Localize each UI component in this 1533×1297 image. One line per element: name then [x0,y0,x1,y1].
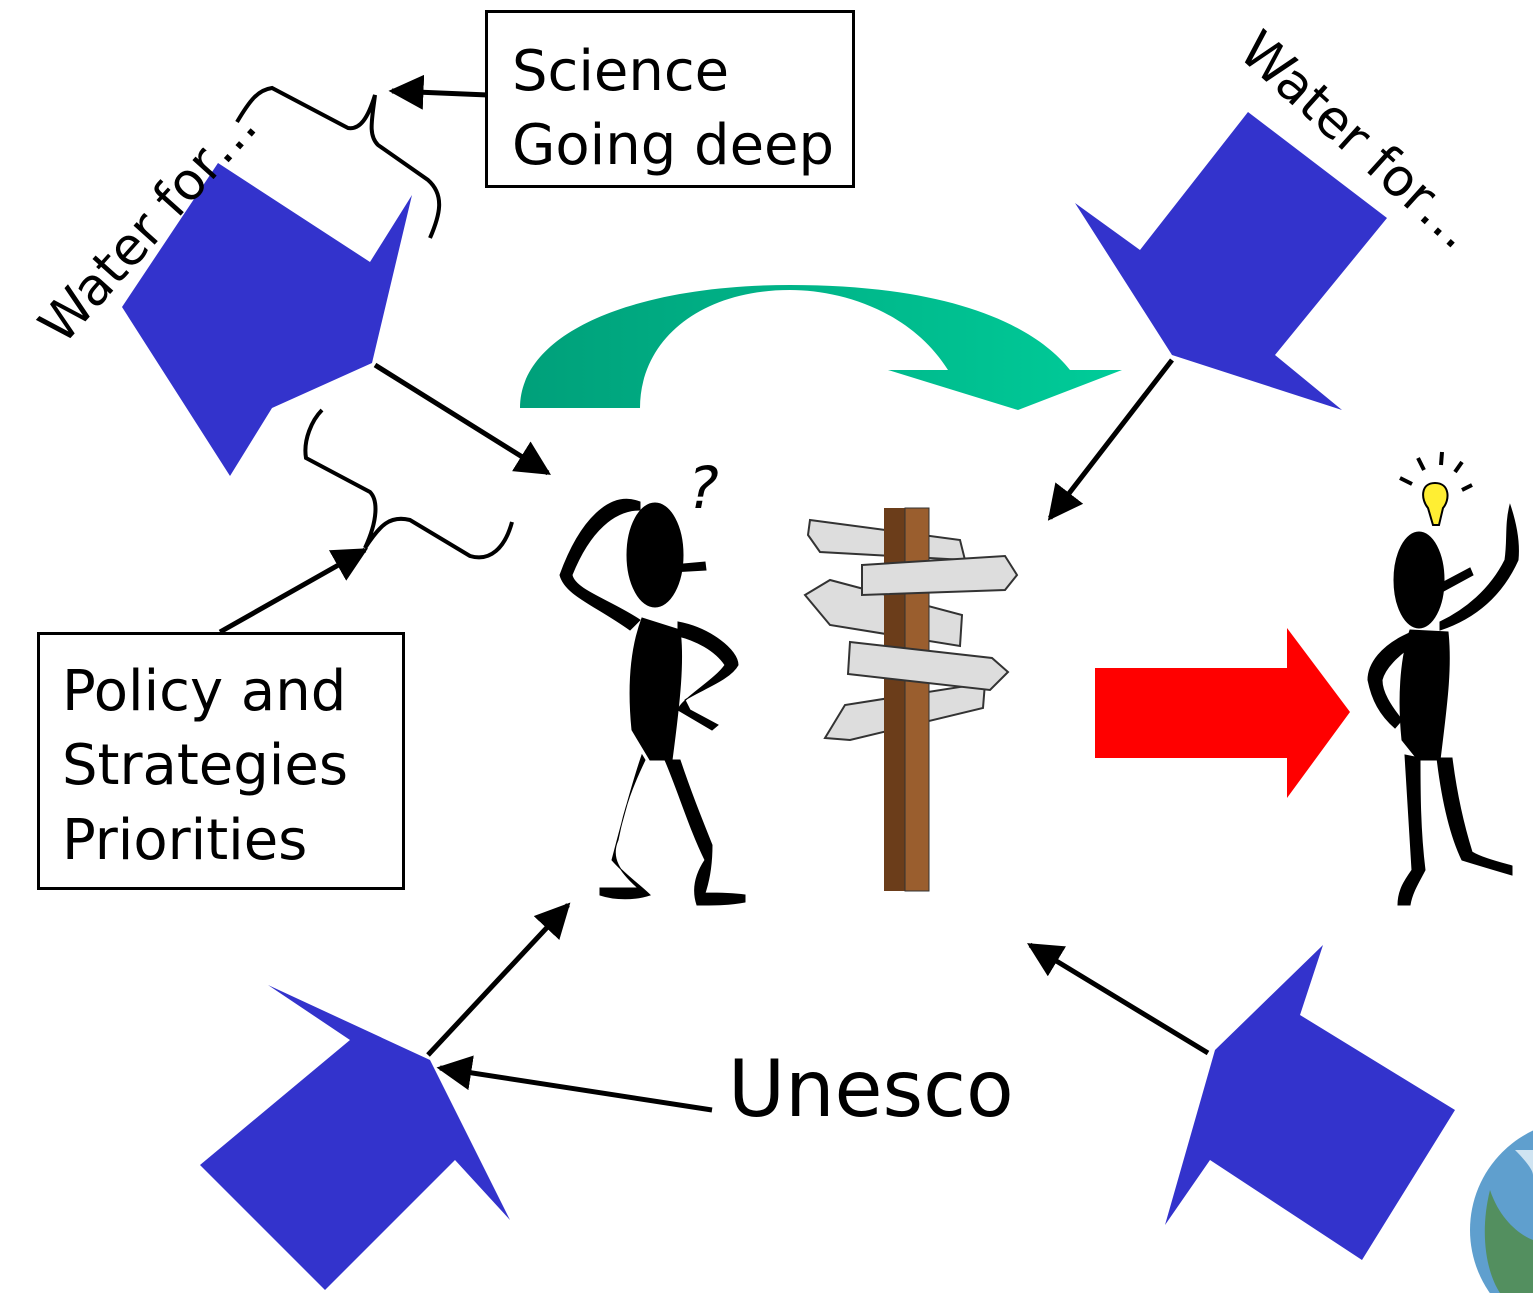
arrow-house-to-person-bottom [426,902,571,1057]
policy-box-line-2: Strategies [62,733,348,799]
brace-top [235,85,442,239]
globe-logo-icon [1470,1130,1533,1297]
curved-green-arrow [520,285,1122,410]
blue-arrow-bottom-right [1165,945,1455,1260]
science-box-line-1: Science [512,39,730,104]
arrow-house-to-center [1027,942,1210,1056]
enlightened-person [1367,503,1519,906]
arrow-box-to-brace [388,74,489,110]
science-box: Science Going deep [485,10,855,188]
arrow-policy-to-brace [218,547,369,635]
science-box-line-2: Going deep [512,113,835,179]
blue-arrow-bottom-left [200,985,510,1290]
arrow-house-to-signpost [1047,358,1174,521]
lightbulb-icon [1399,451,1473,526]
blue-arrow-top-right [1075,112,1387,410]
brace-bottom [303,408,514,560]
confused-person [559,498,746,906]
arrow-house-to-person-left [373,362,551,476]
policy-box-line-3: Priorities [62,807,308,873]
question-mark: ? [688,454,719,522]
policy-box: Policy and Strategies Priorities [37,632,405,890]
blue-arrow-top-left [122,163,412,476]
arrow-unesco-to-house [436,1055,713,1113]
signpost [803,507,1019,892]
unesco-label: Unesco [728,1045,1014,1135]
red-arrow [1095,628,1350,798]
policy-box-line-1: Policy and [62,659,347,724]
